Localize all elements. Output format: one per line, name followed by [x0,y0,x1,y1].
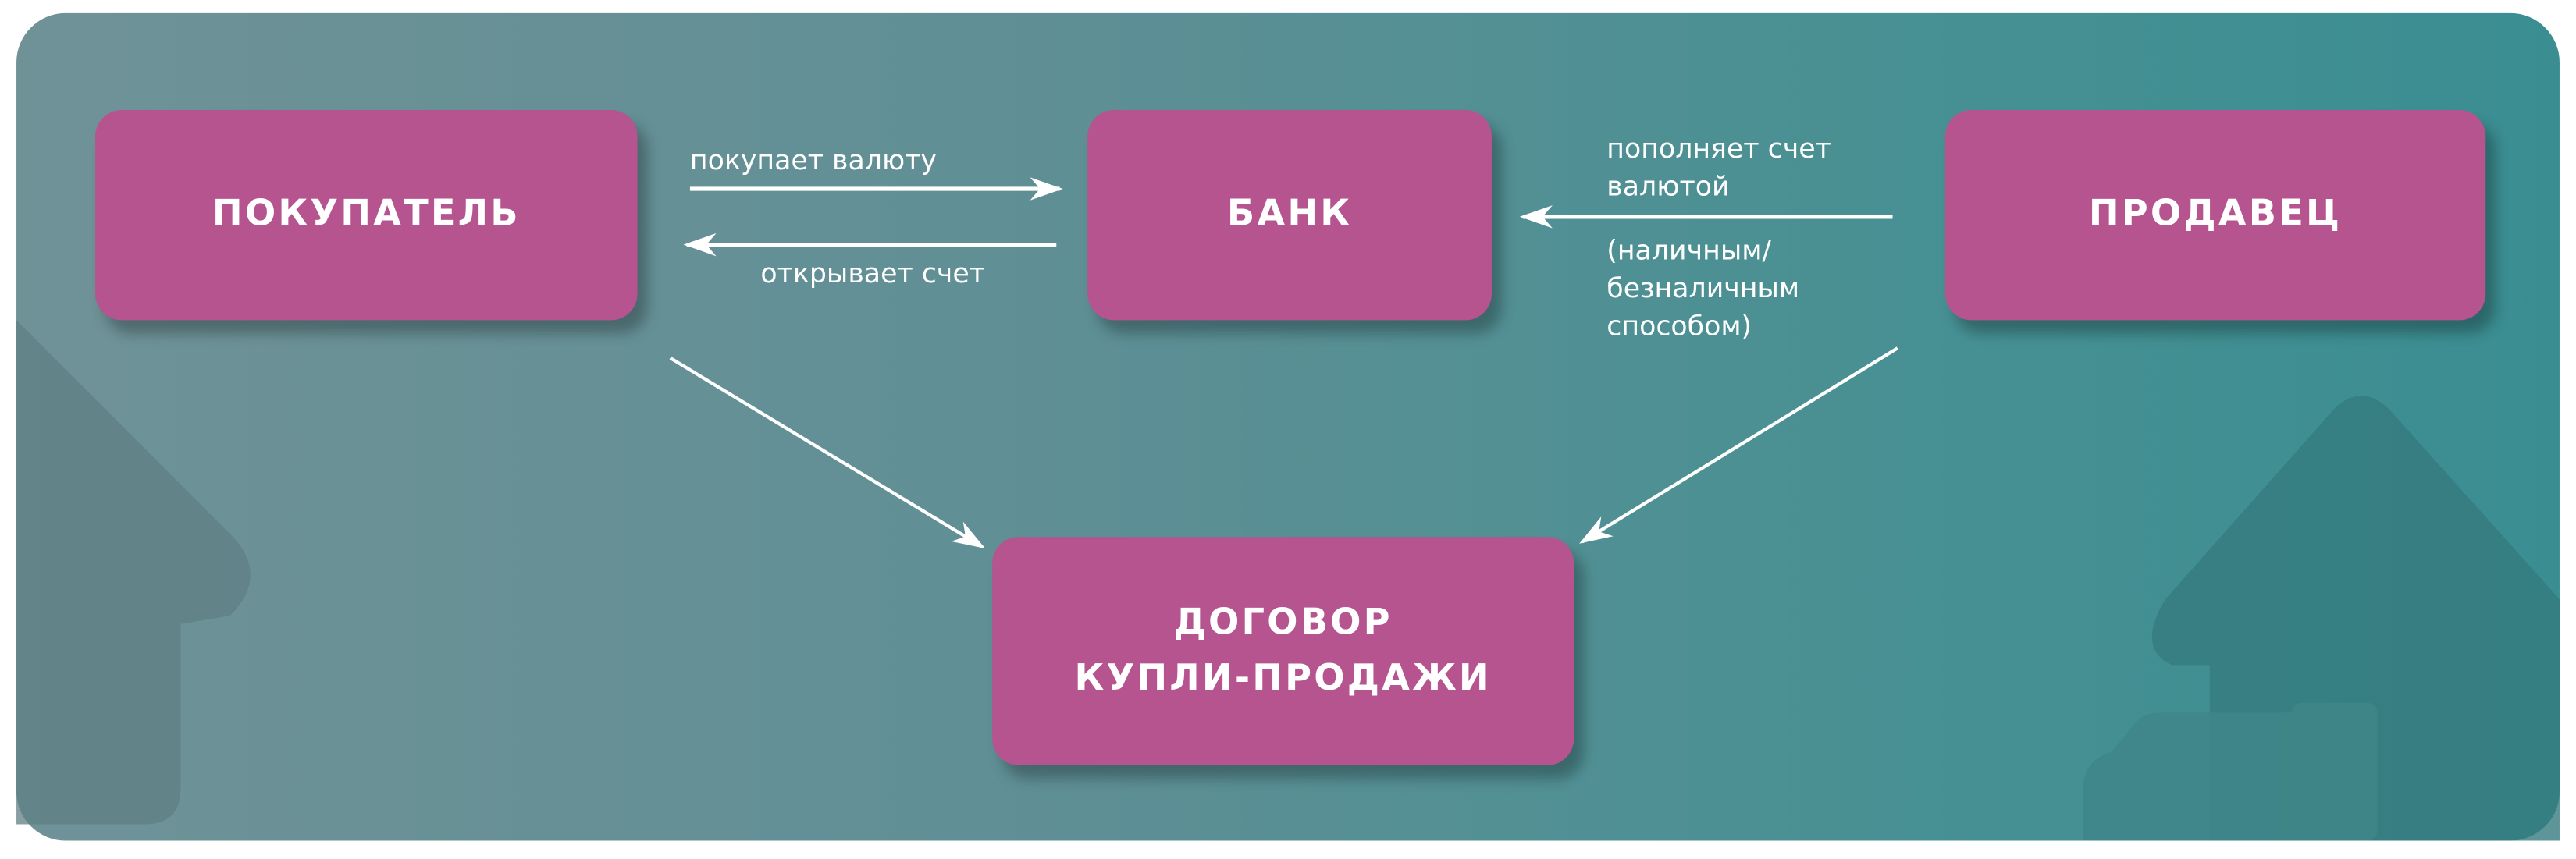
edge-label-note-line3: способом) [1606,310,1752,342]
car-icon [2083,702,2378,841]
node-seller-label: ПРОДАВЕЦ [2088,193,2343,235]
arrow-buyer-to-contract [669,357,986,549]
node-bank: БАНК [1087,110,1492,321]
edge-label-tops-up-line2: валютой [1606,170,1730,202]
node-bank-label: БАНК [1226,193,1353,235]
node-buyer-label: ПОКУПАТЕЛЬ [212,193,521,235]
edge-label-method-note: (наличным/ безналичным способом) [1606,232,1799,345]
node-contract: ДОГОВОР КУПЛИ-ПРОДАЖИ [992,537,1574,765]
arrow-seller-to-contract [1579,346,1898,544]
node-buyer: ПОКУПАТЕЛЬ [95,110,638,321]
node-seller: ПРОДАВЕЦ [1944,110,2486,321]
edge-label-opens-account: открывает счет [760,257,985,289]
node-contract-label-line2: КУПЛИ-ПРОДАЖИ [1074,657,1492,699]
edge-label-tops-up-line1: пополняет счет [1606,133,1831,165]
edge-label-note-line2: безналичным [1606,272,1800,304]
edge-label-buys-currency: покупает валюту [689,144,937,176]
left-house-icon [16,320,251,825]
edge-label-note-line1: (наличным/ [1606,234,1772,266]
edge-label-tops-up: пополняет счет валютой [1606,130,1831,205]
node-contract-label-line1: ДОГОВОР [1173,602,1393,643]
